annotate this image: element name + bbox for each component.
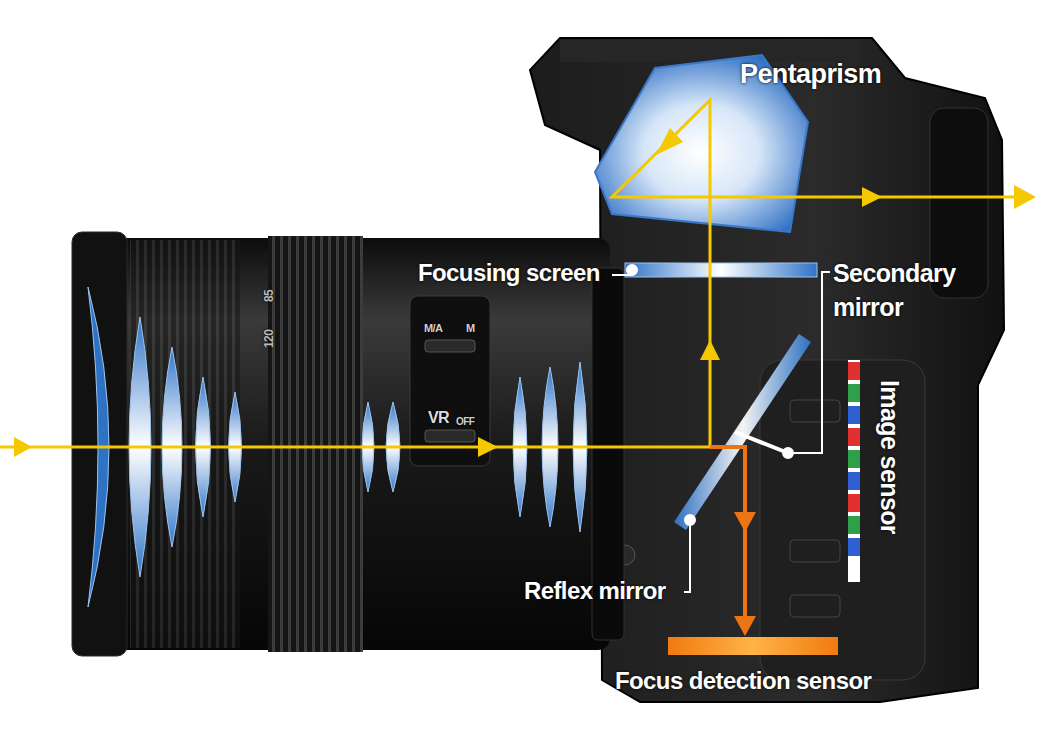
- top-plate: [560, 40, 860, 62]
- focus-switch: [425, 340, 475, 352]
- arrow-head: [734, 616, 756, 636]
- leader-line: [788, 272, 830, 453]
- arrow-head: [734, 512, 756, 532]
- sensor-pixel: [848, 472, 860, 490]
- arrow-head: [656, 128, 683, 155]
- arrow-head: [700, 340, 720, 360]
- sensor-pixel: [848, 450, 860, 468]
- sensor-pixel: [848, 362, 860, 380]
- leader-dot: [783, 448, 793, 458]
- lens-marking: OFF: [456, 416, 474, 428]
- focus-sensor-bar: [668, 637, 838, 655]
- port-cover: [790, 400, 840, 422]
- part-label: Image sensor: [875, 380, 905, 534]
- front-ring: [72, 232, 127, 656]
- reflex-mirror-shape: [674, 334, 811, 530]
- focusing-screen-bar: [625, 263, 817, 277]
- leader-line: [684, 520, 690, 592]
- lens-marking: M: [466, 322, 475, 335]
- sensor-pixel: [848, 428, 860, 446]
- lens-marking: VR: [428, 408, 449, 427]
- port-cover: [790, 595, 840, 617]
- side-door: [760, 360, 925, 680]
- sensor-pixel: [848, 494, 860, 512]
- arrow-head: [14, 437, 32, 457]
- sensor-pixel: [848, 406, 860, 424]
- part-label: Reflex mirror: [524, 576, 666, 605]
- arrow-head: [862, 187, 882, 207]
- part-label: Pentaprism: [740, 58, 881, 90]
- yellow-light-ray: [0, 100, 1030, 447]
- leader-dot: [685, 515, 695, 525]
- secondary-mirror-shape: [735, 432, 788, 453]
- arrow-head: [478, 437, 498, 457]
- orange-light-ray: [710, 447, 745, 630]
- vr-switch: [425, 430, 475, 442]
- zoom-ring: [268, 236, 363, 652]
- leader-lines: [612, 265, 830, 592]
- part-label: Focusing screen: [418, 258, 600, 287]
- lens-marking: M/A: [424, 322, 442, 335]
- lens-marking: 85: [262, 290, 276, 302]
- part-label: Focus detection sensor: [615, 666, 871, 695]
- lens-marking: 120: [262, 330, 276, 348]
- sensor-pixel: [848, 384, 860, 402]
- sensor-base: [848, 360, 860, 582]
- port-cover: [790, 540, 840, 562]
- leader-dot: [627, 265, 637, 275]
- sensor-pixel: [848, 516, 860, 534]
- focus-ring: [130, 240, 240, 648]
- light-path: [0, 100, 1036, 636]
- sensor-pixel: [848, 538, 860, 556]
- part-label: Secondary mirror: [833, 256, 963, 324]
- image-sensor-stripe: [848, 360, 860, 582]
- arrow-head: [1014, 185, 1036, 209]
